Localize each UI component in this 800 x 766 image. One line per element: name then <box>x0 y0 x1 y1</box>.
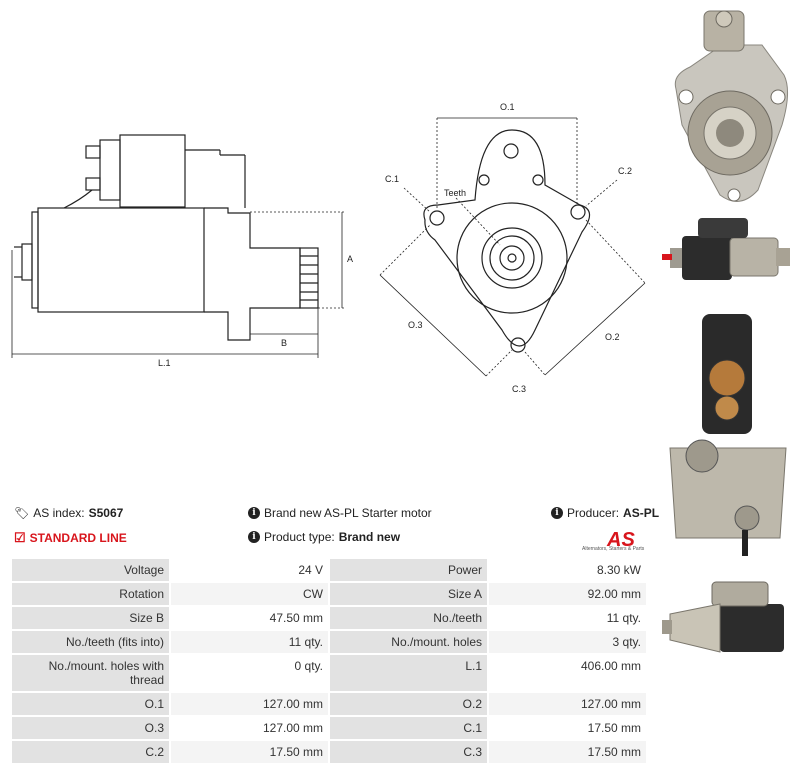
standard-line-label: STANDARD LINE <box>29 531 127 545</box>
as-pl-logo: AS <box>606 529 635 551</box>
spec-value: 127.00 mm <box>171 693 328 715</box>
side-view-dimensions <box>11 211 345 358</box>
dim-label-c2: C.2 <box>618 166 632 176</box>
spec-value: 406.00 mm <box>489 655 646 691</box>
spec-label: No./teeth <box>330 607 487 629</box>
spec-value: 3 qty. <box>489 631 646 653</box>
technical-drawings: A B L.1 O.1 C.1 C.2 Teeth O.3 O.2 C.3 <box>11 102 646 394</box>
logo-word: AS <box>606 529 635 551</box>
product-type-label: Product type: <box>264 530 335 544</box>
spec-label: C.3 <box>330 741 487 763</box>
spec-label: O.1 <box>12 693 169 715</box>
spec-label: No./teeth (fits into) <box>12 631 169 653</box>
description-text: Brand new AS-PL Starter motor <box>264 506 432 520</box>
side-view-drawing <box>14 134 319 341</box>
spec-value: 17.50 mm <box>489 741 646 763</box>
spec-value: 17.50 mm <box>171 741 328 763</box>
as-index-label: AS index: <box>33 506 85 520</box>
dim-label-o3: O.3 <box>408 320 423 330</box>
spec-label: Size B <box>12 607 169 629</box>
dim-label-teeth: Teeth <box>444 188 466 198</box>
product-photo-angle[interactable] <box>662 574 794 666</box>
front-view-dimensions <box>379 117 646 377</box>
info-icon: i <box>551 507 563 519</box>
spec-label: O.3 <box>12 717 169 739</box>
spec-value: 127.00 mm <box>171 717 328 739</box>
spec-value: 92.00 mm <box>489 583 646 605</box>
spec-label: C.1 <box>330 717 487 739</box>
spec-label: Power <box>330 559 487 581</box>
spec-label: O.2 <box>330 693 487 715</box>
dim-label-b: B <box>281 338 287 348</box>
spec-value: 8.30 kW <box>489 559 646 581</box>
producer-value: AS-PL <box>623 506 660 520</box>
logo-subtitle: Alternators, Starters & Parts <box>582 546 645 552</box>
product-photo-rear[interactable] <box>662 308 794 560</box>
standard-line-row: ☑ STANDARD LINE <box>14 530 127 546</box>
spec-value: 127.00 mm <box>489 693 646 715</box>
spec-value: CW <box>171 583 328 605</box>
spec-row: No./teeth (fits into)11 qty.No./mount. h… <box>12 631 646 653</box>
spec-value: 17.50 mm <box>489 717 646 739</box>
info-icon: i <box>248 531 260 543</box>
spec-value: 11 qty. <box>489 607 646 629</box>
product-type-row: i Product type: Brand new <box>248 530 400 544</box>
spec-label: No./mount. holes <box>330 631 487 653</box>
tag-icon: 🏷 <box>14 506 30 520</box>
spec-value: 24 V <box>171 559 328 581</box>
as-index-value: S5067 <box>88 506 124 520</box>
spec-label: Voltage <box>12 559 169 581</box>
front-view-drawing <box>423 129 591 353</box>
dim-label-l1: L.1 <box>158 358 171 368</box>
spec-value: 0 qty. <box>171 655 328 691</box>
producer-row: i Producer: AS-PL <box>551 506 659 520</box>
spec-label: L.1 <box>330 655 487 691</box>
spec-label: Rotation <box>12 583 169 605</box>
product-photo-front[interactable] <box>662 5 794 213</box>
spec-label: C.2 <box>12 741 169 763</box>
info-icon: i <box>248 507 260 519</box>
product-photo-side[interactable] <box>662 212 794 290</box>
as-index-row: 🏷 AS index: S5067 <box>14 506 123 520</box>
spec-value: 11 qty. <box>171 631 328 653</box>
spec-label: Size A <box>330 583 487 605</box>
producer-label: Producer: <box>567 506 620 520</box>
dim-label-o1: O.1 <box>500 102 515 112</box>
spec-value: 47.50 mm <box>171 607 328 629</box>
dim-label-a: A <box>347 254 353 264</box>
checkbox-icon: ☑ <box>14 530 26 545</box>
dim-label-c3: C.3 <box>512 384 526 394</box>
description-row: i Brand new AS-PL Starter motor <box>248 506 432 520</box>
spec-label: No./mount. holes with thread <box>12 655 169 691</box>
dim-label-o2: O.2 <box>605 332 620 342</box>
dim-label-c1: C.1 <box>385 174 399 184</box>
product-type-value: Brand new <box>338 530 401 544</box>
